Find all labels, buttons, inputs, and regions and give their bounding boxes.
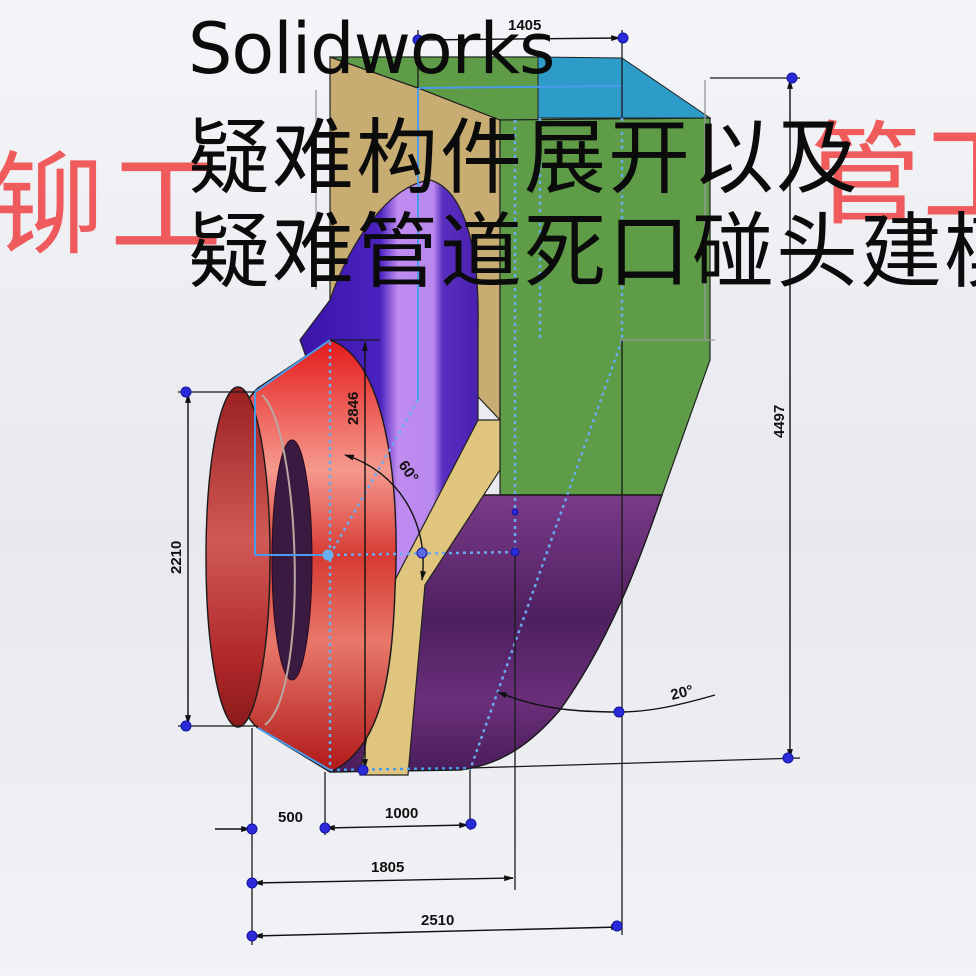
watermark-right: 管工: [810, 111, 976, 241]
point[interactable]: [510, 547, 520, 557]
title-chinese-line1: 疑难构件展开以及: [188, 111, 861, 206]
dim-total-height[interactable]: 4497: [771, 405, 788, 438]
dim-angle-20[interactable]: 20°: [669, 682, 695, 704]
point[interactable]: [246, 823, 258, 835]
ring-front-face: [205, 386, 271, 728]
dim-outlet-height[interactable]: 2210: [168, 541, 185, 574]
point[interactable]: [511, 508, 519, 516]
dim-bottom-1805[interactable]: 1805: [371, 859, 404, 876]
point[interactable]: [782, 752, 794, 764]
title-english: Solidworks: [188, 8, 555, 90]
point[interactable]: [246, 877, 258, 889]
point[interactable]: [613, 706, 625, 718]
point[interactable]: [322, 549, 334, 561]
point[interactable]: [786, 72, 798, 84]
dim-bottom-2510[interactable]: 2510: [421, 912, 454, 929]
dim-top-width[interactable]: 1405: [508, 17, 541, 34]
point[interactable]: [246, 930, 258, 942]
point[interactable]: [412, 34, 424, 46]
point[interactable]: [357, 764, 369, 776]
point[interactable]: [611, 920, 623, 932]
gray-dims: [315, 80, 715, 341]
bottom-edge-sketch: [329, 766, 471, 772]
point[interactable]: [180, 720, 192, 732]
dim-inlet-height[interactable]: 2846: [345, 392, 362, 425]
sketch-points[interactable]: [180, 32, 798, 942]
point[interactable]: [416, 547, 428, 559]
point[interactable]: [465, 818, 477, 830]
dim-bottom-500[interactable]: 500: [278, 809, 303, 826]
point[interactable]: [617, 32, 629, 44]
point[interactable]: [319, 822, 331, 834]
ring-inner-opening: [271, 439, 313, 681]
watermark-left: 铆工: [0, 141, 228, 271]
dim-bottom-1000[interactable]: 1000: [385, 805, 418, 822]
title-chinese-line2: 疑难管道死口碰头建模: [188, 205, 976, 300]
point[interactable]: [180, 386, 192, 398]
